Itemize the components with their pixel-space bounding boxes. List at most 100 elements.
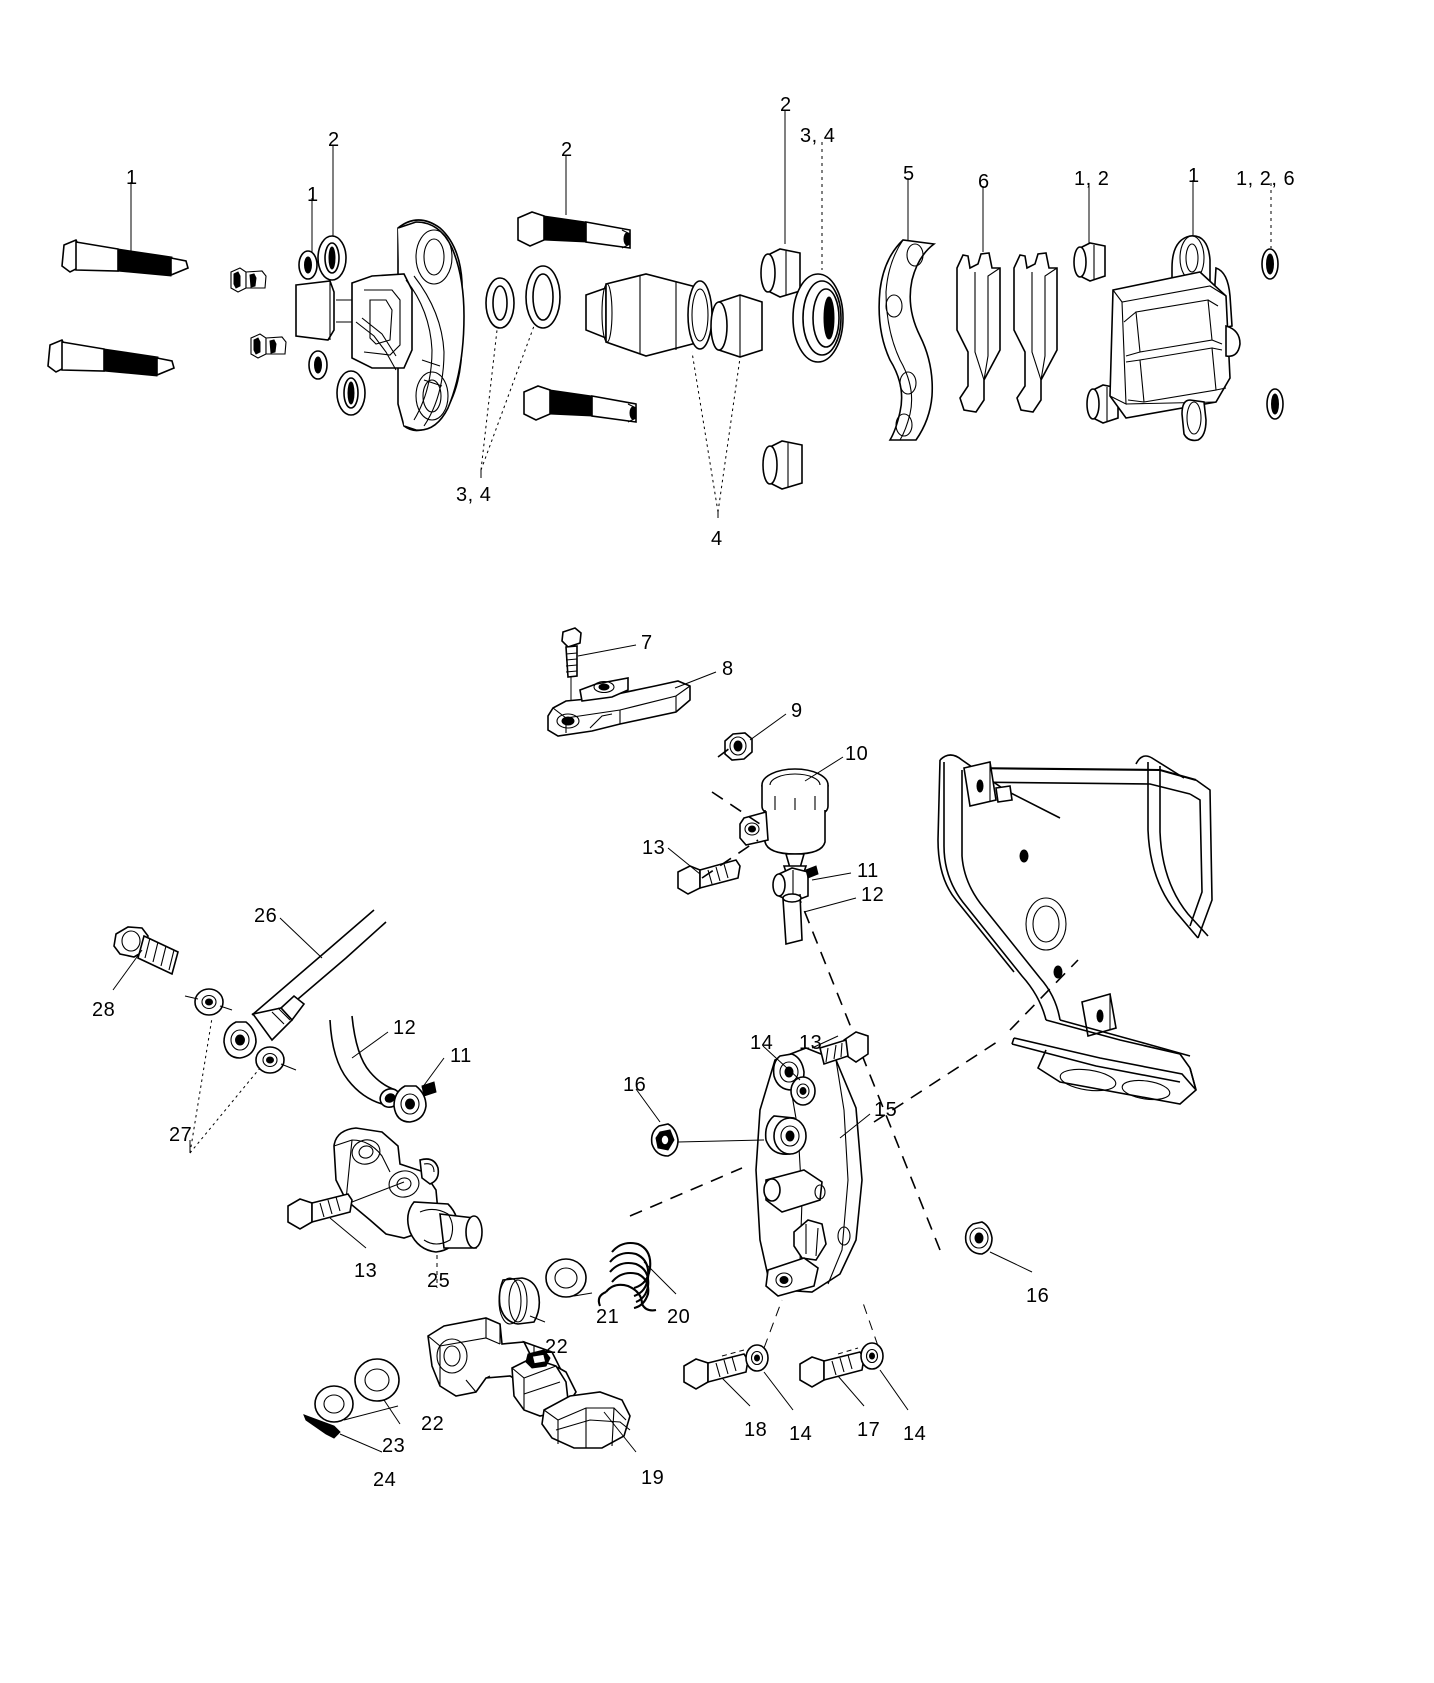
part-oring-upper — [1261, 248, 1279, 280]
leader-14c — [879, 1369, 909, 1411]
part-brake-pedal — [427, 1317, 631, 1449]
leader-20 — [643, 1261, 677, 1295]
assembly-axis-lines — [629, 744, 1079, 1251]
part-bushing-top — [760, 248, 801, 298]
part-bracket-bolt — [819, 1031, 869, 1066]
part-caliper-body-left — [295, 219, 465, 432]
callout-12-a: 12 — [861, 884, 885, 906]
callout-18: 18 — [744, 1419, 768, 1441]
part-cotter-pin — [303, 1414, 341, 1439]
part-brake-pad-inner — [956, 252, 1001, 413]
part-master-cylinder — [333, 1127, 483, 1253]
leader-11a — [811, 872, 852, 881]
callout-12-b: 12 — [393, 1017, 417, 1039]
callout-2-b: 2 — [561, 139, 573, 161]
leader-dash-bracket — [721, 1299, 879, 1357]
leader-17 — [837, 1375, 865, 1407]
leader-12a — [803, 897, 857, 913]
leader-18 — [721, 1377, 751, 1407]
part-caliper-mounting-bracket — [878, 239, 937, 441]
leader-14b — [763, 1371, 794, 1411]
part-pivot-bolt-17 — [799, 1351, 865, 1388]
callout-23: 23 — [382, 1435, 406, 1457]
leader-9 — [749, 713, 787, 741]
part-caliper-housing-right — [1109, 235, 1241, 442]
part-slide-pin-upper — [230, 267, 267, 293]
callout-16-b: 16 — [1026, 1285, 1050, 1307]
part-lock-nut-right — [964, 1221, 993, 1255]
part-caliper-piston — [585, 273, 713, 357]
part-mounting-bolt-18 — [683, 1353, 749, 1390]
callout-1-a: 1 — [126, 167, 138, 189]
leader-lines-top — [130, 110, 1272, 270]
part-pivot-bushing — [545, 1258, 587, 1298]
callout-11-b: 11 — [450, 1045, 472, 1067]
part-banjo-bolt — [113, 926, 179, 976]
callout-26: 26 — [254, 905, 278, 927]
part-washer-large-lower — [336, 370, 366, 416]
part-sealing-washer-lower — [255, 1046, 297, 1074]
leader-12b — [351, 1031, 389, 1059]
callout-17: 17 — [857, 1419, 881, 1441]
part-brake-line — [223, 909, 387, 1059]
callout-1-2-a: 1, 2 — [1074, 168, 1110, 190]
part-line-clamp — [547, 677, 691, 737]
part-caliper-bolt-lower — [523, 385, 637, 423]
callout-5: 5 — [903, 163, 915, 185]
part-bracket-washer — [790, 1076, 816, 1106]
callout-4: 4 — [711, 528, 723, 550]
callout-14-c: 14 — [903, 1423, 927, 1445]
leader-11b — [421, 1057, 445, 1089]
leader-16b — [989, 1251, 1033, 1273]
leader-16a-2 — [677, 1139, 765, 1143]
leader-27 — [189, 1017, 261, 1154]
part-piston-seal-small — [485, 277, 515, 329]
part-bushing-bottom — [762, 440, 803, 490]
callout-13-a: 13 — [642, 837, 666, 859]
part-caliper-mount-bolt-upper — [61, 238, 189, 277]
callout-2-c: 2 — [780, 94, 792, 116]
callout-1-2-6: 1, 2, 6 — [1236, 168, 1296, 190]
leader-15 — [839, 1113, 871, 1139]
part-reservoir-hose — [329, 1015, 401, 1108]
callout-1-b: 1 — [307, 184, 319, 206]
leader-10 — [804, 756, 844, 782]
leader-13b — [811, 1035, 839, 1049]
callout-19: 19 — [641, 1467, 665, 1489]
part-oring-lower — [1266, 388, 1284, 420]
leader-7 — [577, 644, 637, 657]
part-lock-nut-left — [650, 1123, 679, 1157]
part-master-cylinder-bolt — [287, 1181, 405, 1230]
part-pedal-washer-a — [354, 1358, 400, 1402]
callout-1-c: 1 — [1188, 165, 1200, 187]
leader-28 — [112, 949, 143, 991]
callout-3-4-a: 3, 4 — [800, 125, 836, 147]
part-return-spring — [597, 1241, 657, 1312]
callout-20: 20 — [667, 1306, 691, 1328]
callout-16-a: 16 — [623, 1074, 647, 1096]
leader-24 — [339, 1433, 383, 1453]
leader-22b — [343, 1405, 399, 1421]
callout-25: 25 — [427, 1270, 451, 1292]
callout-6: 6 — [978, 171, 990, 193]
callout-22-a: 22 — [545, 1336, 569, 1358]
part-hose-clamp — [393, 1081, 437, 1123]
part-reservoir-bolt — [677, 859, 741, 895]
part-dust-seal — [792, 273, 844, 363]
part-washer-14-b — [860, 1342, 884, 1370]
vehicle-frame-reference — [937, 754, 1213, 1105]
callout-21: 21 — [596, 1306, 620, 1328]
part-clamp-screw — [561, 627, 582, 722]
part-washer-small-lower — [308, 350, 328, 380]
leader-19 — [603, 1411, 637, 1453]
callout-27: 27 — [169, 1124, 193, 1146]
part-pedal-bushing-b — [314, 1385, 354, 1423]
part-brake-pad-outer — [1013, 252, 1058, 413]
leader-lines-seals — [480, 325, 741, 518]
callout-14-a: 14 — [750, 1032, 774, 1054]
leader-26 — [279, 917, 323, 959]
callout-2-a: 2 — [328, 129, 340, 151]
callout-11-a: 11 — [857, 860, 879, 882]
part-washer-14-a — [745, 1344, 769, 1372]
